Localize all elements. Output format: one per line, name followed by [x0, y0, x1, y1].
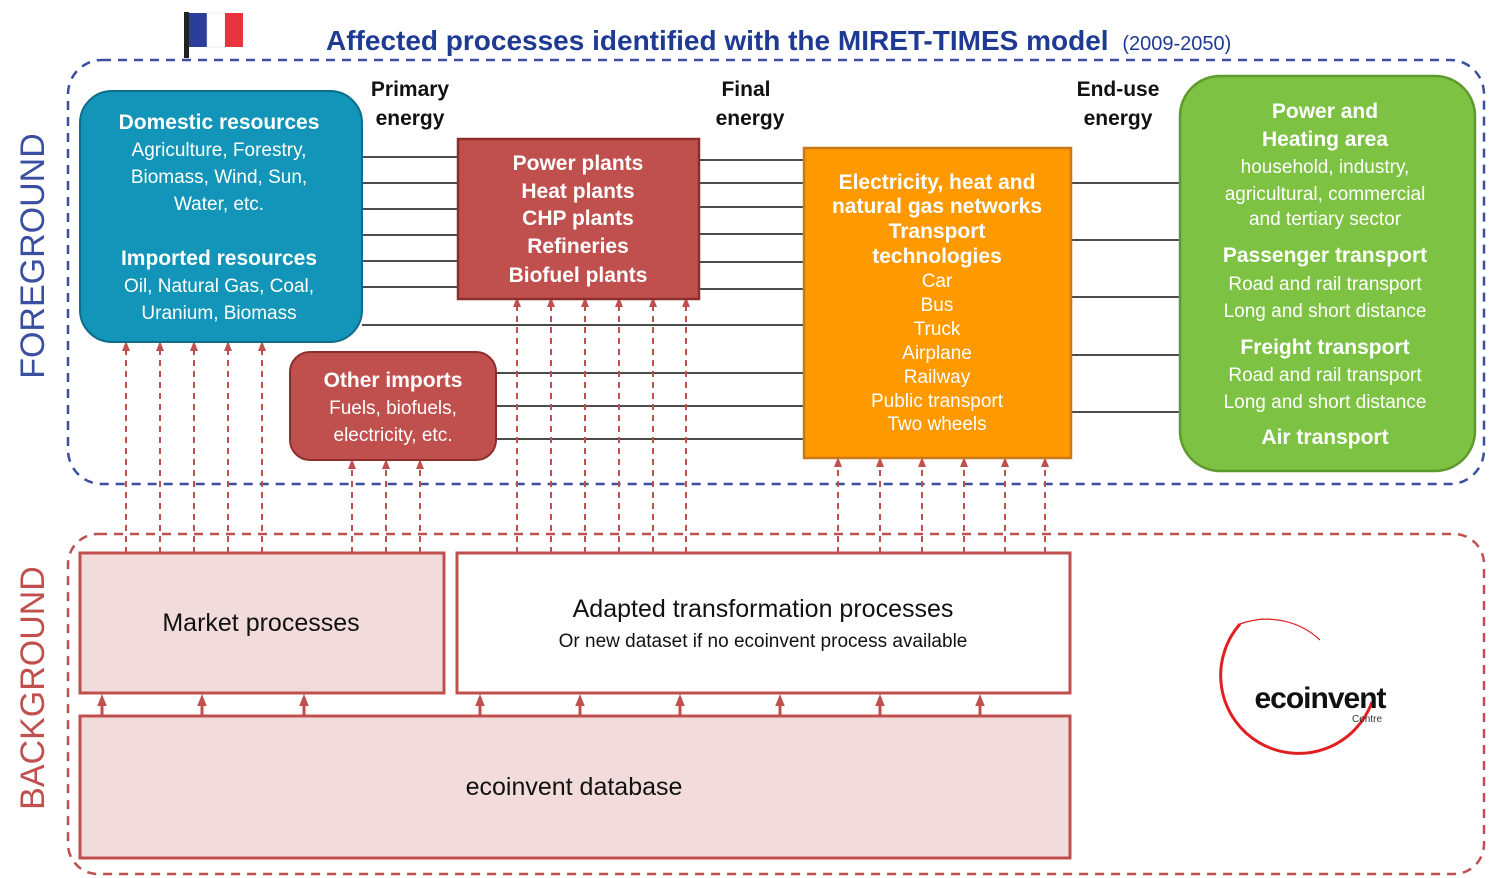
stage-enduse-line2: energy [1084, 107, 1153, 130]
power-heating-heading: Heating area [1262, 128, 1388, 151]
stage-final-line2: energy [716, 107, 785, 130]
networks-heading: Electricity, heat and [839, 171, 1036, 194]
market-processes-box: Market processes [78, 551, 446, 695]
ecoinvent-logo-sub: Centre [1352, 714, 1382, 725]
ecoinvent-database-label: ecoinvent database [466, 773, 683, 801]
domestic-heading: Domestic resources [119, 111, 320, 134]
ecoinvent-logo-text: ecoinvent [1254, 682, 1386, 715]
stage-primary-line2: energy [376, 107, 445, 130]
plant-item: Heat plants [521, 180, 634, 203]
foreground-region [66, 58, 1486, 486]
transport-item: Airplane [902, 343, 972, 364]
adapted-transformation-box: Adapted transformation processes Or new … [455, 551, 1072, 695]
plants-box: Power plants Heat plants CHP plants Refi… [456, 137, 701, 301]
domestic-line: Agriculture, Forestry, [132, 140, 307, 161]
power-heating-line: and tertiary sector [1249, 209, 1402, 230]
foreground-label: FOREGROUND [14, 133, 52, 379]
plant-item: Refineries [527, 235, 629, 258]
passenger-transport-line: Road and rail transport [1228, 274, 1422, 295]
background-arrows [122, 297, 1049, 553]
market-processes-label: Market processes [162, 609, 359, 637]
freight-transport-heading: Freight transport [1240, 336, 1409, 359]
ecoinvent-logo: ecoinvent Centre [1219, 618, 1388, 755]
passenger-transport-line: Long and short distance [1224, 301, 1427, 322]
title-main: Affected processes identified with the M… [326, 25, 1109, 56]
transport-item: Truck [914, 319, 961, 340]
imported-line: Uranium, Biomass [141, 303, 296, 324]
adapted-transformation-sublabel: Or new dataset if no ecoinvent process a… [559, 631, 968, 652]
transport-item: Public transport [871, 391, 1004, 412]
imported-heading: Imported resources [121, 247, 317, 270]
adapted-transformation-label: Adapted transformation processes [573, 595, 954, 623]
domestic-line: Water, etc. [174, 194, 264, 215]
other-imports-line: Fuels, biofuels, [329, 398, 457, 419]
transport-item: Railway [904, 367, 971, 388]
plant-item: CHP plants [522, 207, 634, 230]
networks-box: Electricity, heat and natural gas networ… [802, 146, 1073, 460]
power-heating-heading: Power and [1272, 100, 1378, 123]
flow-lines [362, 156, 1180, 440]
stage-final-line1: Final [721, 78, 770, 101]
stage-enduse-line1: End-use [1077, 78, 1160, 101]
other-imports-box: Other imports Fuels, biofuels, electrici… [289, 351, 497, 461]
background-label: BACKGROUND [14, 566, 52, 810]
transport-item: Bus [921, 295, 954, 316]
resources-box: Domestic resources Agriculture, Forestry… [79, 90, 363, 343]
diagram-title: Affected processes identified with the M… [326, 25, 1231, 56]
transport-item: Car [922, 271, 953, 292]
freight-transport-line: Long and short distance [1224, 392, 1427, 413]
other-imports-line: electricity, etc. [334, 425, 453, 446]
background-region [66, 532, 1486, 876]
other-imports-heading: Other imports [324, 369, 463, 392]
transport-heading: technologies [872, 245, 1002, 268]
networks-heading: natural gas networks [832, 195, 1042, 218]
stage-primary-line1: Primary [371, 78, 450, 101]
domestic-line: Biomass, Wind, Sun, [131, 167, 307, 188]
end-use-box: Power and Heating area household, indust… [1178, 74, 1477, 473]
france-flag-icon [184, 12, 243, 58]
freight-transport-line: Road and rail transport [1228, 365, 1422, 386]
plant-item: Power plants [513, 152, 644, 175]
imported-line: Oil, Natural Gas, Coal, [124, 276, 314, 297]
power-heating-line: agricultural, commercial [1225, 184, 1426, 205]
transport-heading: Transport [889, 220, 986, 243]
ecoinvent-database-box: ecoinvent database [78, 714, 1072, 860]
passenger-transport-heading: Passenger transport [1223, 244, 1427, 267]
plant-item: Biofuel plants [509, 264, 648, 287]
transport-item: Two wheels [887, 414, 986, 435]
power-heating-line: household, industry, [1241, 157, 1410, 178]
database-arrows [97, 694, 985, 716]
title-period: (2009-2050) [1122, 33, 1231, 55]
air-transport-heading: Air transport [1261, 426, 1388, 449]
